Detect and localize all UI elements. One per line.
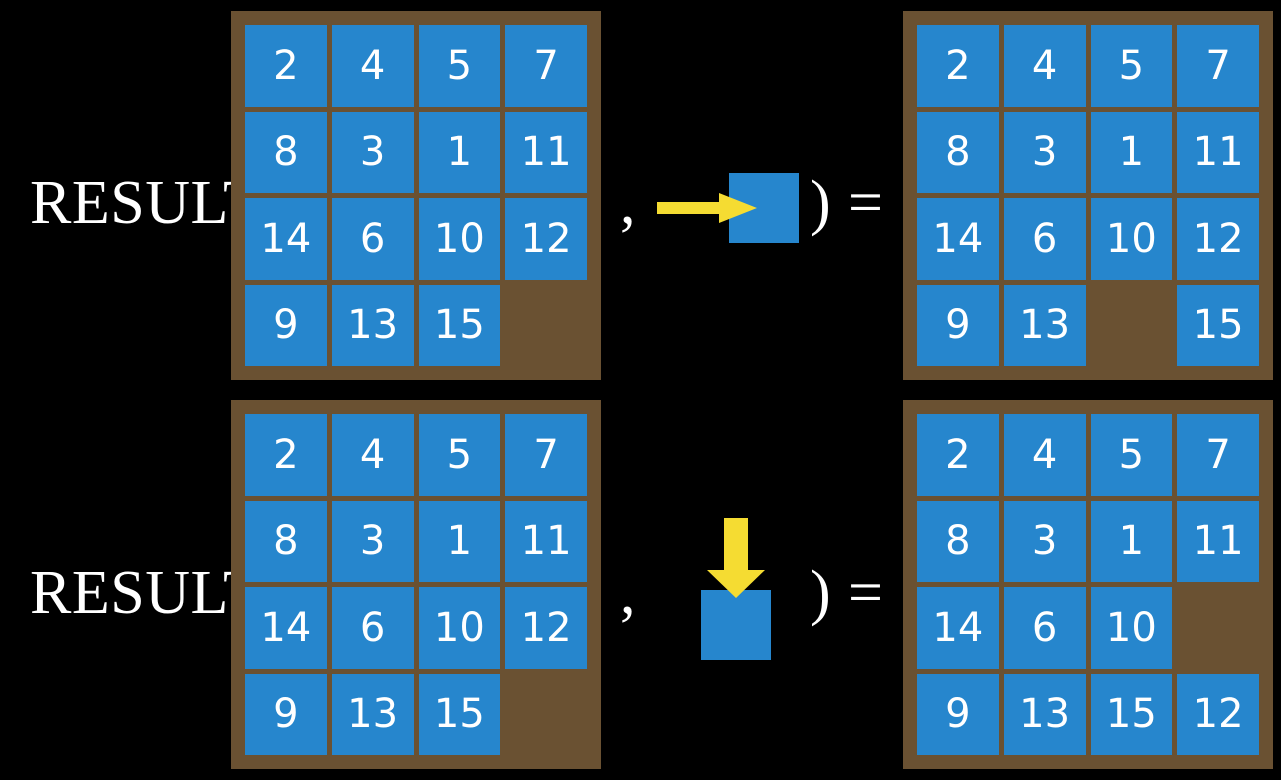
input-board-bottom: 2 4 5 7 8 3 1 11 14 6 10 12 9 13 15 bbox=[231, 400, 601, 769]
tile[interactable]: 2 bbox=[245, 414, 327, 496]
tile[interactable]: 5 bbox=[418, 414, 501, 496]
tile[interactable]: 2 bbox=[917, 414, 999, 496]
tile[interactable]: 2 bbox=[245, 25, 327, 107]
comma-separator-bottom: , bbox=[620, 559, 636, 627]
tile[interactable]: 12 bbox=[1177, 673, 1259, 755]
tile[interactable]: 10 bbox=[418, 198, 501, 280]
tile[interactable]: 1 bbox=[1090, 500, 1173, 582]
tile[interactable]: 3 bbox=[331, 500, 414, 582]
tile[interactable]: 6 bbox=[331, 198, 414, 280]
equals-sign-top: = bbox=[848, 169, 883, 237]
tile[interactable]: 1 bbox=[418, 500, 501, 582]
tile[interactable]: 8 bbox=[245, 111, 327, 193]
tile-empty bbox=[1177, 587, 1259, 669]
tile[interactable]: 15 bbox=[418, 284, 501, 366]
close-paren-bottom: ) bbox=[810, 559, 831, 627]
board-grid: 2 4 5 7 8 3 1 11 14 6 10 9 13 15 12 bbox=[917, 414, 1259, 755]
tile[interactable]: 6 bbox=[331, 587, 414, 669]
tile[interactable]: 12 bbox=[1177, 198, 1259, 280]
arrow-right-icon bbox=[657, 193, 757, 223]
tile-empty bbox=[505, 674, 587, 756]
tile[interactable]: 4 bbox=[1003, 414, 1086, 496]
tile[interactable]: 10 bbox=[418, 587, 501, 669]
tile[interactable]: 5 bbox=[1090, 414, 1173, 496]
tile[interactable]: 11 bbox=[1177, 111, 1259, 193]
tile[interactable]: 1 bbox=[1090, 111, 1173, 193]
tile[interactable]: 8 bbox=[245, 500, 327, 582]
tile[interactable]: 4 bbox=[331, 414, 414, 496]
tile[interactable]: 15 bbox=[1177, 284, 1259, 366]
tile[interactable]: 9 bbox=[245, 284, 327, 366]
tile[interactable]: 11 bbox=[505, 500, 587, 582]
tile[interactable]: 13 bbox=[331, 673, 414, 755]
tile[interactable]: 13 bbox=[1003, 284, 1086, 366]
tile[interactable]: 7 bbox=[1177, 25, 1259, 107]
tile[interactable]: 2 bbox=[917, 25, 999, 107]
tile[interactable]: 13 bbox=[331, 284, 414, 366]
tile[interactable]: 11 bbox=[1177, 500, 1259, 582]
tile[interactable]: 3 bbox=[1003, 111, 1086, 193]
tile[interactable]: 7 bbox=[505, 414, 587, 496]
board-grid: 2 4 5 7 8 3 1 11 14 6 10 12 9 13 15 bbox=[245, 25, 587, 366]
tile[interactable]: 12 bbox=[505, 198, 587, 280]
tile[interactable]: 14 bbox=[245, 198, 327, 280]
tile[interactable]: 6 bbox=[1003, 198, 1086, 280]
tile[interactable]: 6 bbox=[1003, 587, 1086, 669]
tile-empty bbox=[505, 285, 587, 367]
tile[interactable]: 3 bbox=[331, 111, 414, 193]
tile[interactable]: 11 bbox=[505, 111, 587, 193]
tile-empty bbox=[1091, 285, 1173, 367]
tile[interactable]: 9 bbox=[245, 673, 327, 755]
tile[interactable]: 9 bbox=[917, 673, 999, 755]
tile[interactable]: 5 bbox=[418, 25, 501, 107]
tile[interactable]: 13 bbox=[1003, 673, 1086, 755]
tile[interactable]: 7 bbox=[1177, 414, 1259, 496]
equals-sign-bottom: = bbox=[848, 559, 883, 627]
tile[interactable]: 9 bbox=[917, 284, 999, 366]
tile[interactable]: 5 bbox=[1090, 25, 1173, 107]
tile[interactable]: 14 bbox=[917, 198, 999, 280]
tile[interactable]: 12 bbox=[505, 587, 587, 669]
output-board-bottom: 2 4 5 7 8 3 1 11 14 6 10 9 13 15 12 bbox=[903, 400, 1273, 769]
tile[interactable]: 7 bbox=[505, 25, 587, 107]
tile[interactable]: 14 bbox=[917, 587, 999, 669]
tile[interactable]: 8 bbox=[917, 111, 999, 193]
operand-tile-icon bbox=[701, 590, 771, 660]
tile[interactable]: 4 bbox=[1003, 25, 1086, 107]
board-grid: 2 4 5 7 8 3 1 11 14 6 10 12 9 13 15 bbox=[245, 414, 587, 755]
board-grid: 2 4 5 7 8 3 1 11 14 6 10 12 9 13 15 bbox=[917, 25, 1259, 366]
tile[interactable]: 14 bbox=[245, 587, 327, 669]
tile[interactable]: 8 bbox=[917, 500, 999, 582]
tile[interactable]: 1 bbox=[418, 111, 501, 193]
tile[interactable]: 4 bbox=[331, 25, 414, 107]
tile[interactable]: 3 bbox=[1003, 500, 1086, 582]
input-board-top: 2 4 5 7 8 3 1 11 14 6 10 12 9 13 15 bbox=[231, 11, 601, 380]
output-board-top: 2 4 5 7 8 3 1 11 14 6 10 12 9 13 15 bbox=[903, 11, 1273, 380]
tile[interactable]: 10 bbox=[1090, 587, 1173, 669]
tile[interactable]: 10 bbox=[1090, 198, 1173, 280]
arrow-down-icon bbox=[707, 518, 765, 598]
close-paren-top: ) bbox=[810, 169, 831, 237]
tile[interactable]: 15 bbox=[418, 673, 501, 755]
tile[interactable]: 15 bbox=[1090, 673, 1173, 755]
comma-separator-top: , bbox=[620, 169, 636, 237]
